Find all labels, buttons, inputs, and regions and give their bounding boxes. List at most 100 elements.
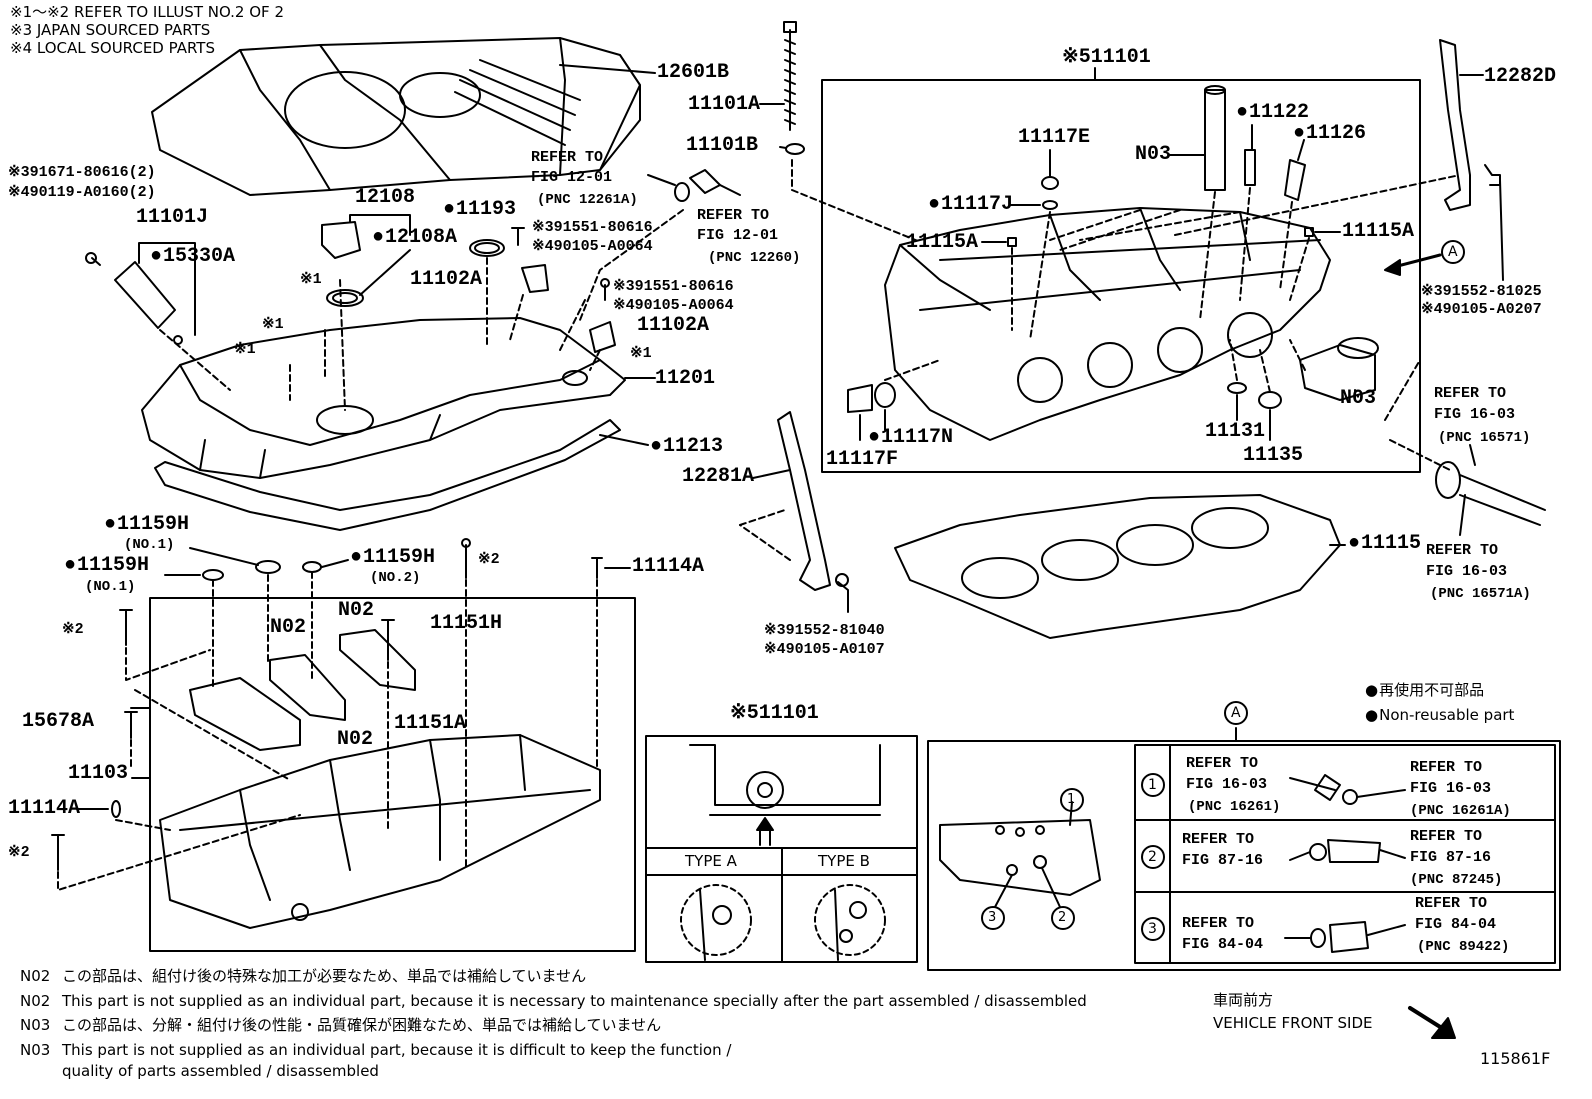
part-11102A-b[interactable]: 11102A <box>637 314 710 337</box>
part-11122[interactable]: 11122 <box>1236 103 1309 123</box>
type-a-label: TYPE A <box>685 852 737 870</box>
part-12601B[interactable]: 12601B <box>657 61 730 84</box>
part-11151H[interactable]: 11151H <box>430 612 503 635</box>
row-1-right-line3: (PNC 16261A) <box>1410 803 1511 819</box>
part-N03-b: N03 <box>1340 387 1377 410</box>
ref-fig16571A-line2[interactable]: FIG 16-03 <box>1426 563 1508 580</box>
engine-cover-drawing <box>151 37 641 196</box>
part-11151A[interactable]: 11151A <box>394 712 467 735</box>
part-12108[interactable]: 12108 <box>355 186 416 209</box>
part-11101A[interactable]: 11101A <box>688 93 761 116</box>
footnote-n03-en-code: N03 <box>20 1041 51 1059</box>
part-490105-A0064-a[interactable]: ※490105-A0064 <box>532 238 653 255</box>
part-11117J[interactable]: 11117J <box>928 195 1013 215</box>
part-N03-a: N03 <box>1135 143 1172 166</box>
part-391551-80616-a[interactable]: ※391551-80616 <box>532 219 653 236</box>
part-11114A-a[interactable]: 11114A <box>632 555 705 578</box>
row-1-number: 1 <box>1148 777 1157 793</box>
note-ref-1-d: ※1 <box>630 345 652 362</box>
part-11101J[interactable]: 11101J <box>136 206 209 229</box>
part-11159H-1[interactable]: 11159H <box>104 515 189 535</box>
row-1-right-line2[interactable]: FIG 16-03 <box>1410 780 1492 797</box>
ref-fig12260-line1[interactable]: REFER TO <box>697 207 770 224</box>
part-391552-81040[interactable]: ※391552-81040 <box>764 622 885 639</box>
part-11101-box[interactable]: ※511101 <box>730 702 819 725</box>
direction-en: VEHICLE FRONT SIDE <box>1213 1014 1373 1032</box>
part-391551-80616-b[interactable]: ※391551-80616 <box>613 278 734 295</box>
row-2-left-line2[interactable]: FIG 87-16 <box>1182 852 1264 869</box>
part-11101-main[interactable]: ※511101 <box>1062 46 1151 69</box>
note-ref-1-b: ※1 <box>262 316 284 333</box>
part-11131[interactable]: 11131 <box>1205 420 1266 443</box>
part-391671-80616[interactable]: ※391671-80616(2) <box>8 164 156 181</box>
row-2-right-line2[interactable]: FIG 87-16 <box>1410 849 1492 866</box>
part-11115A-a[interactable]: 11115A <box>906 231 979 254</box>
part-11159H-3[interactable]: 11159H <box>350 548 435 568</box>
note-ref-1-c: ※1 <box>234 341 256 358</box>
footnote-n03-en-text-cont: quality of parts assembled / disassemble… <box>62 1062 379 1080</box>
ref-fig1201-line1[interactable]: REFER TO <box>531 149 604 166</box>
row-1-left-line1[interactable]: REFER TO <box>1186 755 1259 772</box>
header-note-2: ※3 JAPAN SOURCED PARTS <box>10 21 211 39</box>
part-15330A[interactable]: 15330A <box>150 247 235 267</box>
ref-fig16571-line1[interactable]: REFER TO <box>1434 385 1507 402</box>
part-11117E[interactable]: 11117E <box>1018 126 1091 149</box>
part-11159H-3-note: (NO.2) <box>370 570 421 586</box>
part-490119-A0160[interactable]: ※490119-A0160(2) <box>8 184 156 201</box>
part-11103[interactable]: 11103 <box>68 762 129 785</box>
row-2-right-line1[interactable]: REFER TO <box>1410 828 1483 845</box>
part-11117N[interactable]: 11117N <box>868 428 953 448</box>
part-11117F[interactable]: 11117F <box>826 448 899 471</box>
row-3-left-line2[interactable]: FIG 84-04 <box>1182 936 1264 953</box>
footnote-n03-jp-text: この部品は、分解・組付け後の性能・品質確保が困難なため、単品では補給していません <box>62 1016 662 1034</box>
part-11135[interactable]: 11135 <box>1243 444 1304 467</box>
ref-fig16571A-line1[interactable]: REFER TO <box>1426 542 1499 559</box>
circle-A-label: A <box>1448 244 1458 260</box>
legend-jp: 再使用不可部品 <box>1365 681 1484 699</box>
row-2-right-line3: (PNC 87245) <box>1410 872 1503 888</box>
row-1-left-line2[interactable]: FIG 16-03 <box>1186 776 1268 793</box>
detail-label-1: 1 <box>1067 792 1076 807</box>
part-490105-A0107[interactable]: ※490105-A0107 <box>764 641 885 658</box>
row-3-right-line1[interactable]: REFER TO <box>1415 895 1488 912</box>
part-490105-A0207[interactable]: ※490105-A0207 <box>1421 301 1542 318</box>
direction-jp: 車両前方 <box>1213 991 1274 1009</box>
part-11115[interactable]: 11115 <box>1348 534 1421 554</box>
row-2-left-line1[interactable]: REFER TO <box>1182 831 1255 848</box>
part-11101B[interactable]: 11101B <box>686 134 759 157</box>
figure-id: 115861F <box>1480 1049 1551 1068</box>
part-12281A[interactable]: 12281A <box>682 465 755 488</box>
part-11114A-b[interactable]: 11114A <box>8 797 81 820</box>
part-15678A[interactable]: 15678A <box>22 710 95 733</box>
row-1-right-line1[interactable]: REFER TO <box>1410 759 1483 776</box>
row-3-number: 3 <box>1148 921 1157 937</box>
ref-fig1201-line2[interactable]: FIG 12-01 <box>531 169 613 186</box>
note-ref-1-a: ※1 <box>300 271 322 288</box>
ref-fig16571-line2[interactable]: FIG 16-03 <box>1434 406 1516 423</box>
part-11102A-a[interactable]: 11102A <box>410 268 483 291</box>
part-11193[interactable]: 11193 <box>443 200 516 220</box>
part-391552-81025[interactable]: ※391552-81025 <box>1421 283 1542 300</box>
part-11213[interactable]: 11213 <box>650 437 723 457</box>
part-12282D[interactable]: 12282D <box>1484 65 1557 88</box>
part-12108A[interactable]: 12108A <box>372 228 457 248</box>
part-11115A-b[interactable]: 11115A <box>1342 220 1415 243</box>
cylinder-head-cover-drawing <box>141 317 626 479</box>
ref-fig16571-line3: (PNC 16571) <box>1438 430 1531 446</box>
box-A-circle-label: A <box>1231 705 1241 721</box>
note-ref-2-b: ※2 <box>62 621 84 638</box>
row-3-left-line1[interactable]: REFER TO <box>1182 915 1255 932</box>
cylinder-head-drawing <box>884 207 1331 441</box>
header-note-1: ※1～※2 REFER TO ILLUST NO.2 OF 2 <box>10 3 284 21</box>
part-11159H-2[interactable]: 11159H <box>64 556 149 576</box>
part-11126[interactable]: 11126 <box>1293 124 1366 144</box>
part-N02-c: N02 <box>337 728 374 751</box>
ref-fig12260-line2[interactable]: FIG 12-01 <box>697 227 779 244</box>
detail-label-3: 3 <box>988 910 997 925</box>
part-11159H-2-note: (NO.1) <box>85 579 136 595</box>
row-3-right-line2[interactable]: FIG 84-04 <box>1415 916 1497 933</box>
part-11201[interactable]: 11201 <box>655 367 716 390</box>
part-490105-A0064-b[interactable]: ※490105-A0064 <box>613 297 734 314</box>
part-N02-b: N02 <box>270 616 307 639</box>
